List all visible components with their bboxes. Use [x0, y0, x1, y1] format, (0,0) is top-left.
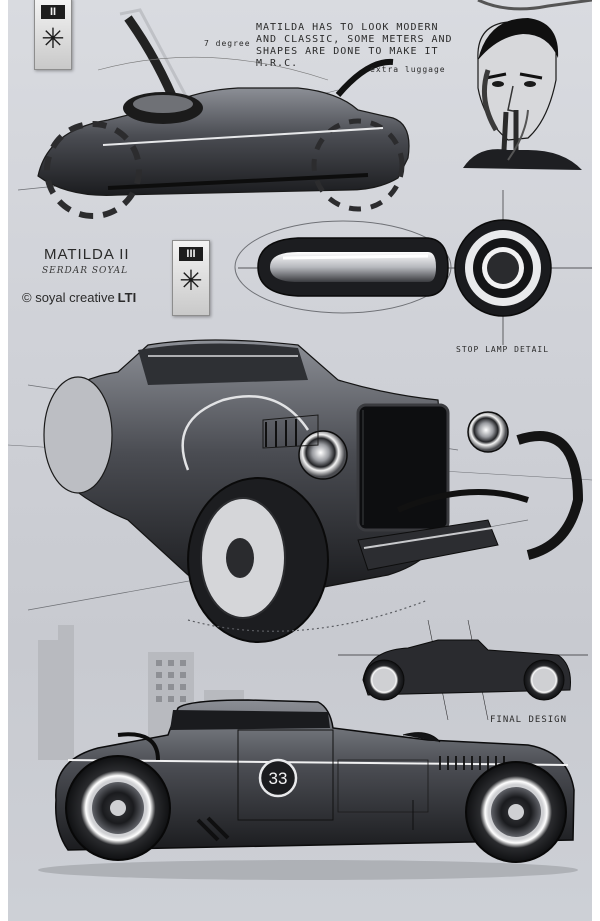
roman-numeral-label: II: [41, 5, 65, 19]
design-intent-note: MATILDA HAS TO LOOK MODERN AND CLASSIC, …: [256, 22, 453, 69]
sketch-artwork: [8, 0, 592, 880]
stop-lamp-detail-sketch: [234, 190, 592, 345]
copyright-text: © soyal creative: [22, 290, 115, 305]
stop-lamp-note: STOP LAMP DETAIL: [456, 345, 550, 354]
asterisk-icon: ✳: [41, 22, 65, 55]
open-hood-car-sketch: [17, 8, 410, 219]
concept-sketch-sheet: II ✳ III ✳ MATILDA HAS TO LOOK MODERN AN…: [8, 0, 592, 921]
asterisk-icon: ✳: [179, 264, 203, 297]
section-card-3: III ✳: [172, 240, 210, 316]
project-title: MATILDA II: [44, 246, 130, 263]
trunk-note: extra luggage: [370, 65, 446, 74]
section-card-2: II ✳: [34, 0, 72, 70]
roman-numeral-label: III: [179, 247, 203, 261]
final-design-note: FINAL DESIGN: [490, 715, 568, 725]
hood-angle-note: 7 degree: [204, 39, 251, 48]
partial-top-sketch: [477, 0, 592, 11]
final-render-hotrod: [38, 699, 578, 880]
copyright-mark: LTI: [117, 290, 137, 305]
portrait-sketch: [463, 18, 582, 170]
designer-signature: SERDAR SOYAL: [42, 266, 129, 276]
final-design-side-sketch: [338, 619, 588, 721]
perspective-hotrod-sketch: [8, 339, 592, 643]
